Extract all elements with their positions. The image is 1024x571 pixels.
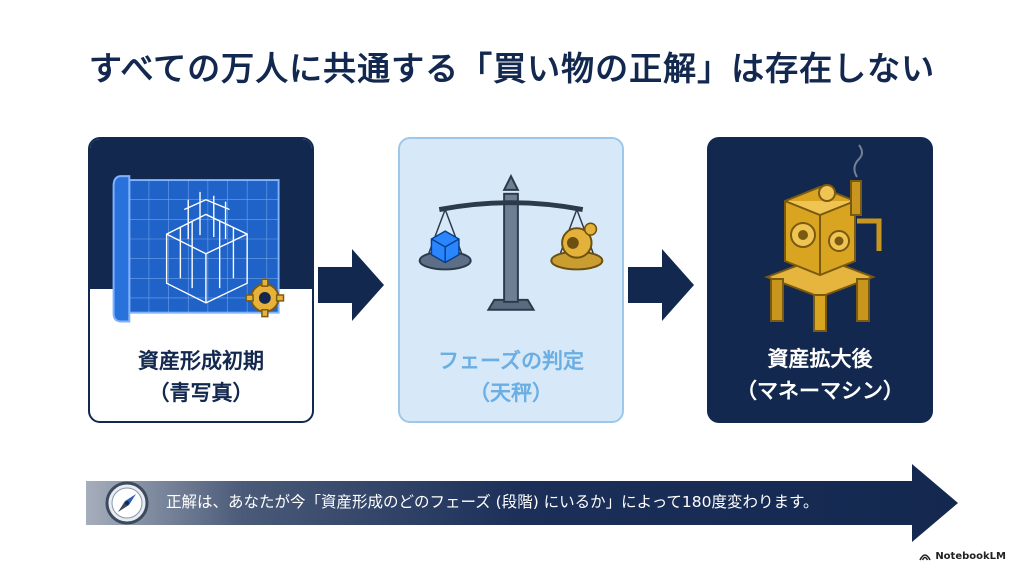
card-label: 資産拡大後 （マネーマシン） [707, 343, 933, 407]
brand-watermark: NotebookLM [919, 551, 1006, 562]
card-label-line1: フェーズの判定 [438, 349, 584, 373]
bottom-banner-arrow [86, 464, 958, 542]
phase-card-expansion: 資産拡大後 （マネーマシン） [707, 137, 933, 423]
card-label-line2: （マネーマシン） [736, 379, 904, 403]
flow-arrow-right-icon [628, 249, 694, 321]
conclusion-text: 正解は、あなたが今「資産形成のどのフェーズ (段階) にいるか」によって180度… [166, 493, 819, 511]
card-label-line2: （天秤） [469, 381, 553, 405]
phase-card-early: 資産形成初期 （青写真） [88, 137, 314, 423]
card-label-line1: 資産形成初期 [138, 349, 264, 373]
page-title: すべての万人に共通する「買い物の正解」は存在しない [88, 49, 936, 88]
balance-scale-icon [418, 173, 604, 311]
notebooklm-logo-icon [919, 554, 932, 561]
phase-card-judgement: フェーズの判定 （天秤） [398, 137, 624, 423]
compass-icon [105, 481, 149, 525]
blueprint-icon [112, 175, 285, 323]
blue-cube-icon [430, 230, 460, 264]
card-label: 資産形成初期 （青写真） [90, 345, 312, 409]
card-label: フェーズの判定 （天秤） [400, 345, 622, 409]
brand-label: NotebookLM [935, 551, 1006, 562]
flow-arrow-right-icon [318, 249, 384, 321]
card-label-line2: （青写真） [148, 381, 254, 405]
gold-gear-machine-icon [561, 222, 598, 259]
money-machine-icon [764, 144, 882, 332]
gear-icon [245, 278, 285, 318]
card-label-line1: 資産拡大後 [767, 347, 873, 371]
